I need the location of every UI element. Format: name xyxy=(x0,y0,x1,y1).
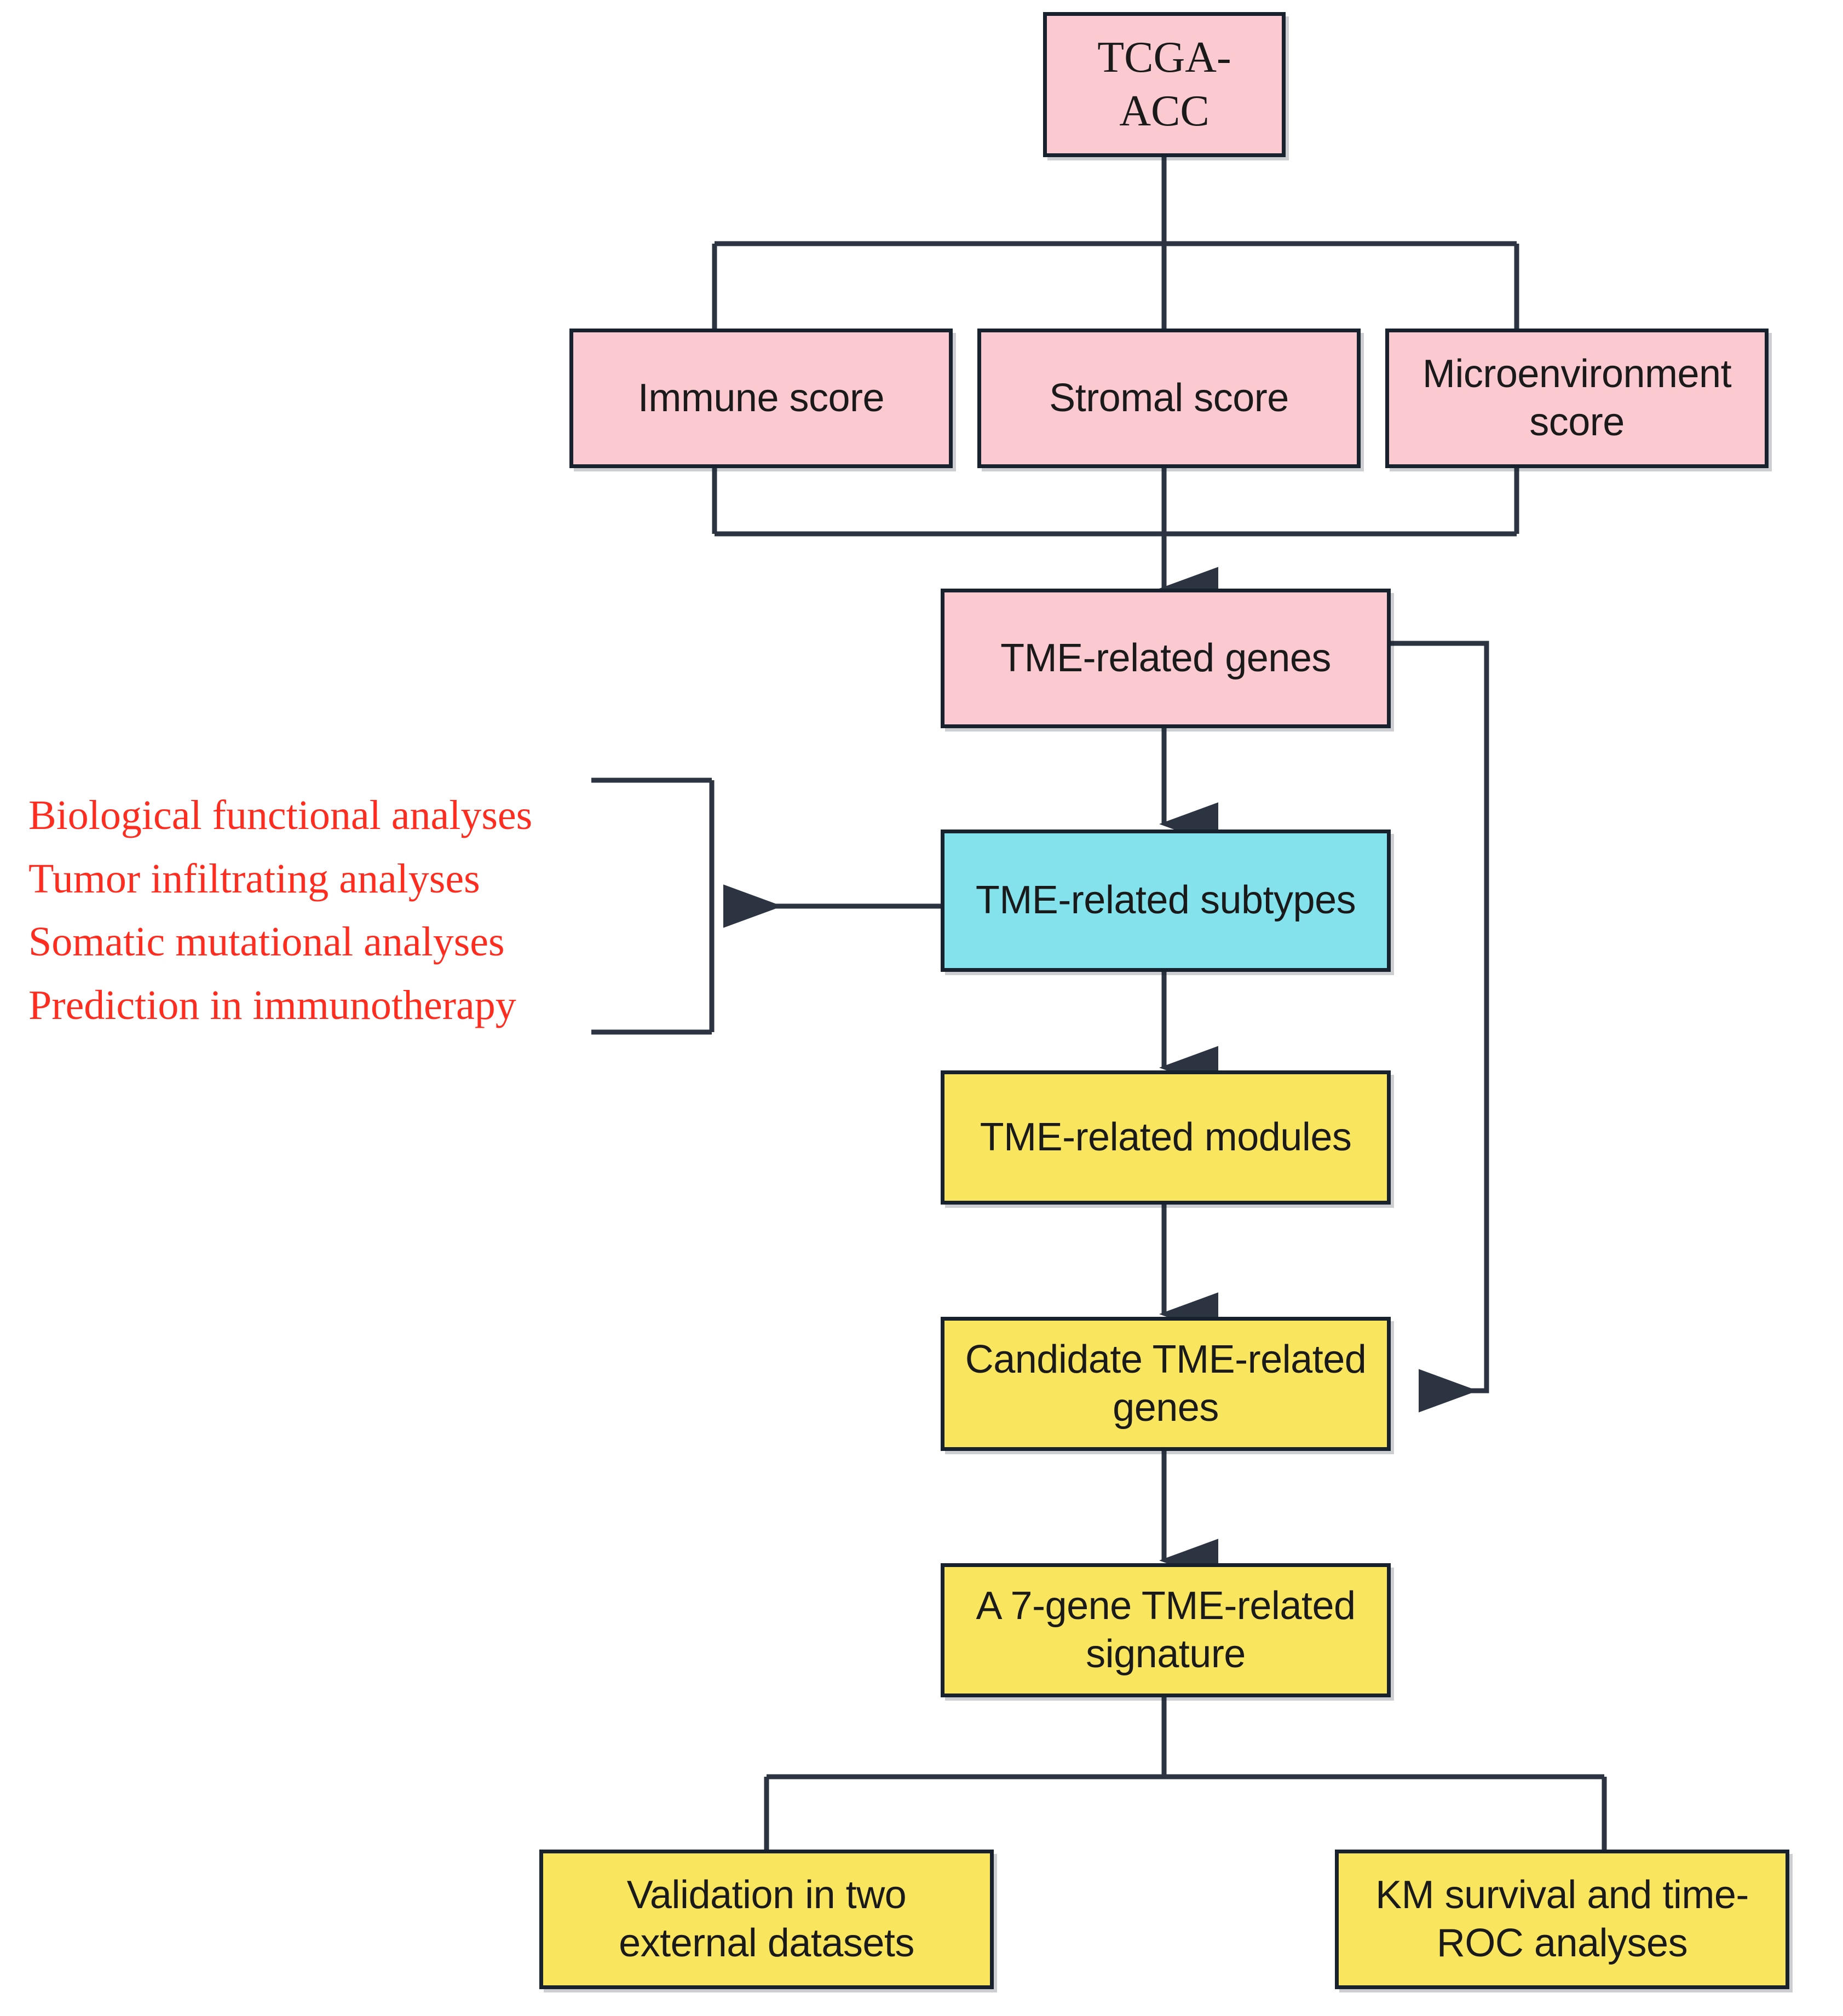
node-km-survival-timeroc[interactable]: KM survival and time- ROC analyses xyxy=(1335,1850,1789,1989)
node-km-survival-timeroc-label: KM survival and time- ROC analyses xyxy=(1375,1873,1749,1965)
node-tme-related-genes[interactable]: TME-related genes xyxy=(941,589,1391,728)
node-candidate-tme-related-genes-label: Candidate TME-related genes xyxy=(965,1337,1367,1430)
node-tme-related-genes-label: TME-related genes xyxy=(1000,636,1331,680)
node-stromal-score-label: Stromal score xyxy=(1049,376,1289,420)
node-candidate-tme-related-genes[interactable]: Candidate TME-related genes xyxy=(941,1317,1391,1451)
downstream-analyses-list: Biological functional analyses Tumor inf… xyxy=(28,792,533,1028)
node-tme-related-subtypes-label: TME-related subtypes xyxy=(975,878,1356,923)
node-immune-score-label: Immune score xyxy=(637,376,885,420)
node-microenvironment-score[interactable]: Microenvironment score xyxy=(1385,329,1769,468)
node-immune-score[interactable]: Immune score xyxy=(569,329,953,468)
node-validation-external-datasets-label: Validation in two external datasets xyxy=(619,1873,914,1965)
node-tme-related-modules[interactable]: TME-related modules xyxy=(941,1070,1391,1205)
wire-genes-feedback-to-candidate xyxy=(1391,641,1489,1413)
node-microenvironment-score-label: Microenvironment score xyxy=(1422,352,1732,444)
node-tme-related-modules-label: TME-related modules xyxy=(980,1115,1352,1159)
node-seven-gene-signature[interactable]: A 7-gene TME-related signature xyxy=(941,1563,1391,1697)
node-stromal-score[interactable]: Stromal score xyxy=(977,329,1361,468)
node-tme-related-subtypes[interactable]: TME-related subtypes xyxy=(941,830,1391,972)
node-tcga-acc[interactable]: TCGA-ACC xyxy=(1043,12,1286,157)
node-seven-gene-signature-label: A 7-gene TME-related signature xyxy=(976,1583,1356,1676)
node-tcga-acc-label: TCGA-ACC xyxy=(1097,33,1231,135)
node-validation-external-datasets[interactable]: Validation in two external datasets xyxy=(539,1850,994,1989)
